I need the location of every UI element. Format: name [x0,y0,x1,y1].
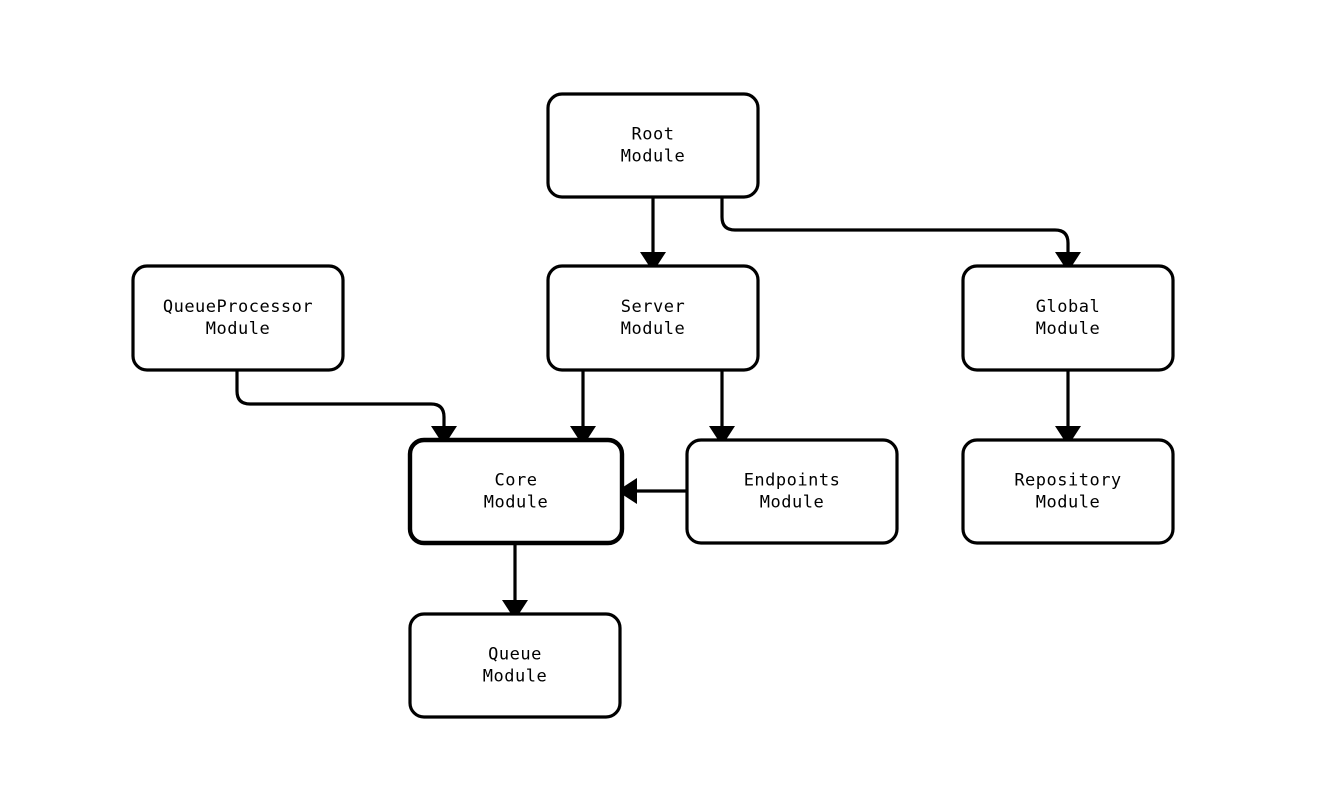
edge-server-to-endpoints [709,370,735,446]
edge-core-to-queue [502,543,528,620]
node-label-line1: QueueProcessor [163,297,313,317]
edge-server-to-core [570,370,596,446]
arrowhead-down-icon [640,252,666,272]
edge-endpoints-to-core [617,478,687,504]
node-label-line2: Module [483,667,547,687]
arrowhead-down-icon [1055,252,1081,272]
node-box[interactable] [407,437,625,546]
node-label-line2: Module [206,319,270,339]
node-endpoints[interactable]: Endpoints Module [685,438,899,545]
node-label-line2: Module [1036,493,1100,513]
arrowhead-down-icon [502,600,528,620]
edge-global-to-repository [1055,370,1081,446]
node-root[interactable]: Root Module [546,92,760,199]
node-box[interactable] [131,264,345,372]
node-label-line2: Module [1036,319,1100,339]
arrowhead-left-icon [617,478,637,504]
node-box[interactable] [961,264,1175,372]
arrowhead-down-icon [1055,426,1081,446]
arrowhead-down-icon [570,426,596,446]
node-box[interactable] [408,612,622,719]
node-label-line1: Repository [1014,471,1121,491]
edge-root-to-server [640,197,666,272]
node-queue[interactable]: Queue Module [408,612,622,719]
edge-queueprocessor-to-core [235,370,457,446]
node-box[interactable] [546,92,760,199]
arrowhead-down-icon [431,426,457,446]
node-queueprocessor[interactable]: QueueProcessor Module [131,264,345,372]
edge-line [720,197,1070,252]
node-label-line2: Module [760,493,824,513]
node-core[interactable]: Core Module [407,437,625,546]
node-server[interactable]: Server Module [546,264,760,372]
node-label-line2: Module [621,319,685,339]
node-box[interactable] [961,438,1175,545]
edge-line [235,370,446,426]
node-label-line1: Endpoints [744,471,841,491]
node-label-line1: Global [1036,297,1100,317]
node-label-line2: Module [621,147,685,167]
node-label-line1: Core [495,471,538,491]
edge-layer [235,197,1081,620]
node-box[interactable] [685,438,899,545]
node-label-line2: Module [484,493,548,513]
node-label-line1: Root [632,125,675,145]
node-repository[interactable]: Repository Module [961,438,1175,545]
node-label-line1: Queue [488,645,542,665]
node-label-line1: Server [621,297,685,317]
node-layer: Root Module QueueProcessor Module Server… [131,92,1175,719]
arrowhead-down-icon [709,426,735,446]
node-box[interactable] [546,264,760,372]
edge-root-to-global [720,197,1081,272]
node-global[interactable]: Global Module [961,264,1175,372]
